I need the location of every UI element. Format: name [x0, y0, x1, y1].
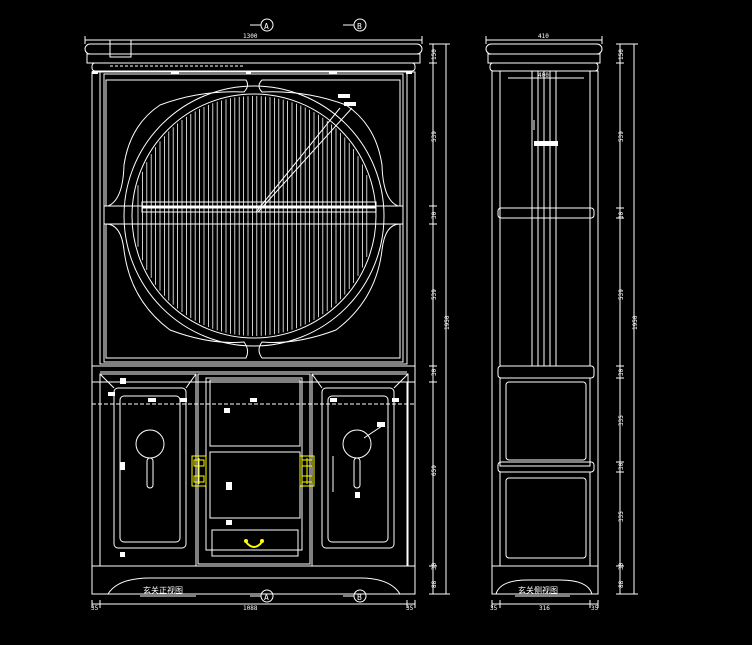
section-marker-a-top: A	[250, 18, 274, 32]
front-view-title: 玄关正视图	[143, 585, 183, 595]
side-vertical-dimensions: 150 539 30 539 30 335 30 335 30 88 1950	[616, 43, 639, 595]
dimension-text: 30	[618, 562, 625, 570]
dimension-text: 539	[618, 131, 625, 142]
dimension-text: 539	[431, 289, 438, 300]
dimension-text: 1950	[632, 315, 639, 330]
dimension-text: 150	[431, 49, 438, 60]
front-vertical-dimensions: 150 539 30 539 30 659 30 88 1950	[429, 43, 451, 595]
dimension-text: 335	[618, 415, 625, 426]
dimension-text: 150	[618, 49, 625, 60]
section-marker-b-bottom: B	[343, 589, 367, 603]
dimension-text: 35	[591, 605, 599, 612]
front-bottom-dimension: 35 1088 35	[91, 600, 416, 612]
dimension-text: 539	[618, 289, 625, 300]
lock-hardware-left	[191, 455, 207, 487]
section-label: B	[357, 593, 362, 602]
dimension-text: 1950	[444, 315, 451, 330]
circle-slats	[137, 96, 368, 336]
dimension-text: 1300	[243, 33, 258, 40]
dimension-text: 30	[618, 211, 625, 219]
dimension-text: 30	[431, 368, 438, 376]
dimension-text: 30	[431, 562, 438, 570]
dimension-text: 539	[431, 131, 438, 142]
dimension-text: 30	[618, 368, 625, 376]
dimension-text: 35	[406, 605, 414, 612]
lock-hardware-right	[299, 455, 315, 487]
front-view: 1300	[84, 33, 423, 612]
front-top-dimension: 1300	[84, 33, 423, 58]
section-label: A	[264, 593, 269, 602]
section-marker-b-top: B	[343, 18, 367, 32]
section-label: A	[264, 22, 269, 31]
side-top-dimension: 410	[485, 33, 603, 44]
dimension-text: 1088	[243, 605, 258, 612]
side-view: 410 400 35 316 35	[485, 33, 603, 612]
dimension-text: 659	[431, 465, 438, 476]
section-label: B	[357, 22, 362, 31]
dimension-text: 35	[490, 605, 498, 612]
side-view-title: 玄关侧视图	[518, 585, 558, 595]
dimension-text: 410	[538, 33, 549, 40]
dimension-text: 30	[431, 211, 438, 219]
dimension-text: 35	[91, 605, 99, 612]
dimension-text: 335	[618, 511, 625, 522]
dimension-text: 88	[618, 580, 625, 588]
section-marker-a-bottom: A	[250, 589, 274, 603]
dimension-text: 30	[618, 462, 625, 470]
dimension-text: 316	[539, 605, 550, 612]
side-bottom-dimension: 35 316 35	[490, 600, 599, 612]
dimension-text: 88	[431, 580, 438, 588]
